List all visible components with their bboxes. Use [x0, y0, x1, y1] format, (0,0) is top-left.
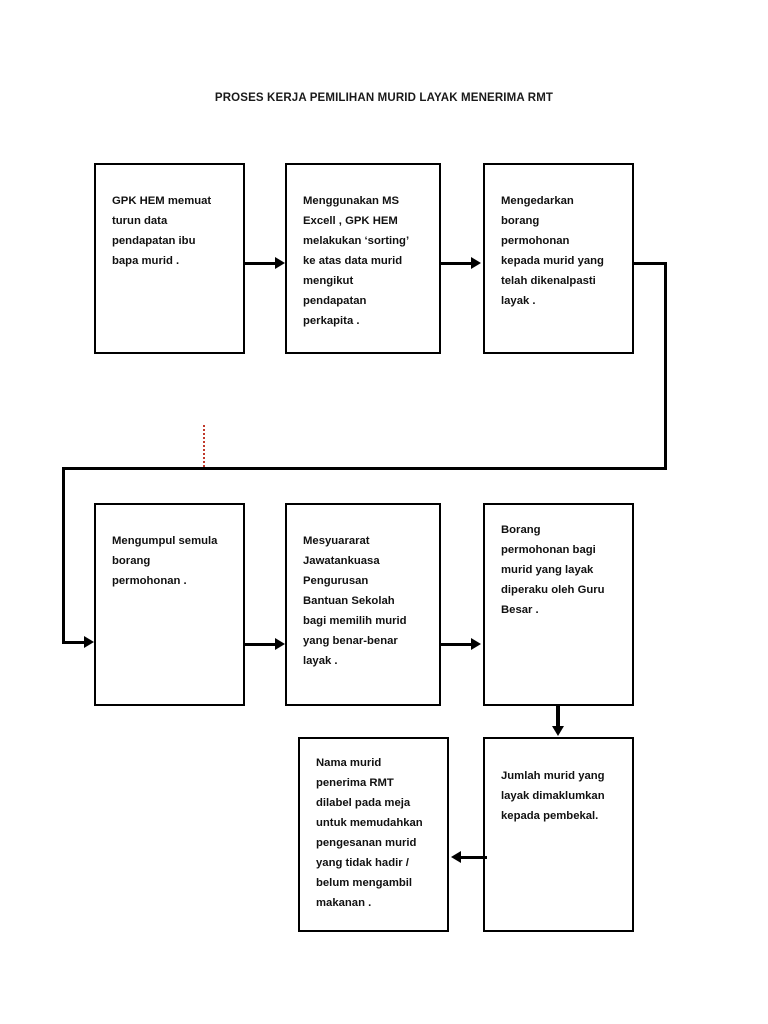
connector-3-wrap-top: [634, 262, 667, 265]
connector-1-to-2: [245, 262, 277, 265]
process-box-2[interactable]: Menggunakan MS Excell , GPK HEM melakuka…: [285, 163, 441, 354]
connector-2-to-3: [441, 262, 473, 265]
process-box-1-label: GPK HEM memuat turun data pendapatan ibu…: [112, 195, 212, 267]
arrow-4-to-5: [275, 638, 285, 650]
process-box-8-label: Nama murid penerima RMT dilabel pada mej…: [316, 757, 423, 909]
arrow-1-to-2: [275, 257, 285, 269]
arrow-2-to-3: [471, 257, 481, 269]
process-box-5-label: Mesyuararat Jawatankuasa Pengurusan Bant…: [303, 535, 407, 667]
connector-3-wrap-right: [664, 262, 667, 470]
process-box-2-label: Menggunakan MS Excell , GPK HEM melakuka…: [303, 195, 410, 327]
arrow-6-to-7: [552, 726, 564, 736]
connector-6-to-7: [556, 706, 560, 730]
arrow-3-to-4: [84, 636, 94, 648]
connector-3-wrap-left: [62, 467, 65, 643]
process-box-4[interactable]: Mengumpul semula borang permohonan .: [94, 503, 245, 706]
process-box-6[interactable]: Borang permohonan bagi murid yang layak …: [483, 503, 634, 706]
connector-7-to-8: [461, 856, 487, 859]
connector-4-to-5: [245, 643, 277, 646]
process-box-8[interactable]: Nama murid penerima RMT dilabel pada mej…: [298, 737, 449, 932]
page-title: PROSES KERJA PEMILIHAN MURID LAYAK MENER…: [214, 92, 554, 104]
process-box-7[interactable]: Jumlah murid yang layak dimaklumkan kepa…: [483, 737, 634, 932]
process-box-3-label: Mengedarkan borang permohonan kepada mur…: [501, 195, 604, 307]
red-dotted-marker: [203, 425, 205, 467]
arrow-5-to-6: [471, 638, 481, 650]
process-box-6-label: Borang permohonan bagi murid yang layak …: [501, 524, 605, 616]
process-box-5[interactable]: Mesyuararat Jawatankuasa Pengurusan Bant…: [285, 503, 441, 706]
connector-5-to-6: [441, 643, 473, 646]
arrow-7-to-8: [451, 851, 461, 863]
connector-wrap-into-4: [62, 641, 86, 644]
connector-3-wrap-bottom: [62, 467, 667, 470]
process-box-4-label: Mengumpul semula borang permohonan .: [112, 535, 218, 587]
process-box-1[interactable]: GPK HEM memuat turun data pendapatan ibu…: [94, 163, 245, 354]
process-box-3[interactable]: Mengedarkan borang permohonan kepada mur…: [483, 163, 634, 354]
process-box-7-label: Jumlah murid yang layak dimaklumkan kepa…: [501, 770, 605, 822]
